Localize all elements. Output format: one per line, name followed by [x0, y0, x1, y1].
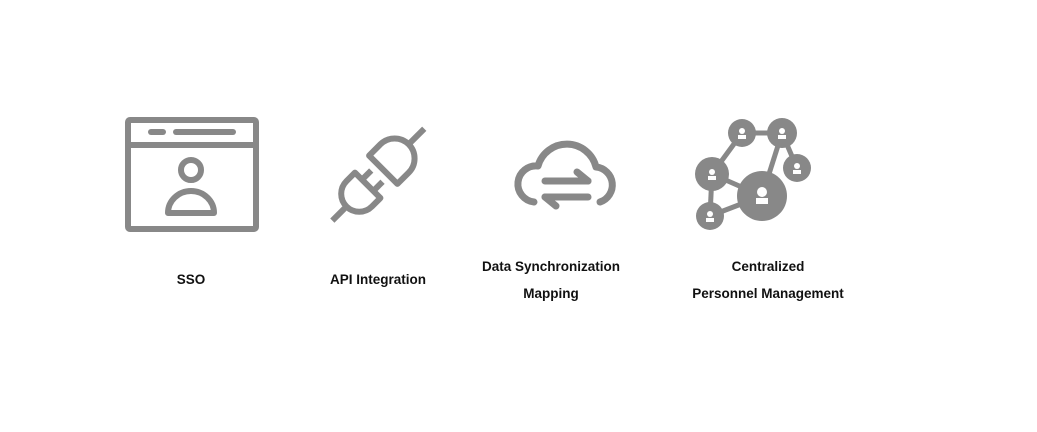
feature-label-data-sync: Data Synchronization Mapping [482, 253, 620, 307]
cloud-sync-icon [514, 140, 616, 210]
network-people-icon [695, 118, 811, 230]
label-line: API Integration [329, 272, 427, 287]
feature-label-sso: SSO [177, 266, 206, 293]
label-line: Personnel Management [692, 286, 844, 301]
feature-label-personnel-management: Centralized Personnel Management [692, 253, 844, 307]
feature-label-api-integration: API Integration [330, 266, 426, 293]
browser-user-icon [125, 117, 259, 232]
plug-icon [330, 126, 427, 223]
label-line: Data Synchronization [481, 259, 621, 274]
label-line: SSO [176, 272, 206, 287]
label-line: Mapping [523, 286, 579, 301]
label-line: Centralized [731, 259, 805, 274]
